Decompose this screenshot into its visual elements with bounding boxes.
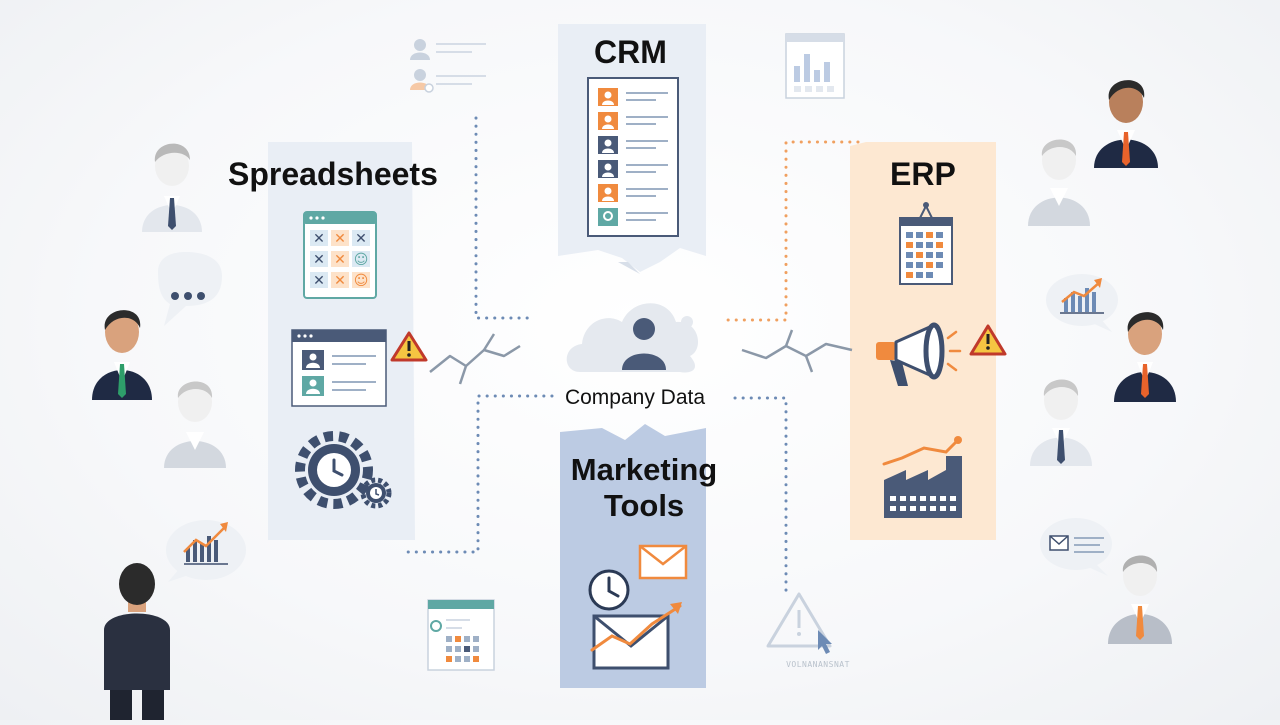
svg-text:✕: ✕ — [334, 252, 346, 268]
clock-icon — [588, 569, 630, 611]
calendar-grid-widget — [427, 599, 495, 671]
speech-bubble-chart-right — [1046, 274, 1118, 332]
crack-right — [741, 329, 853, 373]
speech-bubble-typing — [158, 252, 222, 326]
svg-text:✕: ✕ — [313, 273, 325, 289]
svg-text:✕: ✕ — [355, 231, 367, 247]
connector-right-lower — [733, 396, 788, 598]
email-growth-icon — [590, 602, 682, 670]
person-navy-left-middle — [92, 310, 152, 400]
svg-text:✕: ✕ — [313, 252, 325, 268]
person-gray-right-lower — [1030, 379, 1092, 466]
person-gray-left-top — [142, 143, 202, 232]
person-gray-right-bottom — [1108, 555, 1172, 644]
svg-text:✕: ✕ — [334, 273, 346, 289]
warning-caption: VOLNANANSNAT — [786, 660, 850, 669]
svg-text:☺: ☺ — [354, 252, 369, 268]
connector-left-lower — [400, 394, 554, 554]
bar-chart-window-widget — [785, 33, 845, 99]
person-navy-right-top — [1094, 80, 1158, 168]
svg-text:☺: ☺ — [354, 273, 369, 289]
factory-trend-icon — [882, 436, 962, 518]
panel-title-erp: ERP — [890, 156, 956, 192]
user-list-widget — [410, 39, 486, 93]
warning-icon — [390, 331, 428, 362]
panel-title-crm: CRM — [594, 34, 667, 70]
person-navy-right-middle — [1114, 312, 1176, 402]
person-gray-right-upper — [1028, 139, 1090, 226]
connector-lines — [400, 116, 860, 598]
svg-text:✕: ✕ — [313, 231, 325, 247]
connector-erp-upper — [720, 140, 860, 322]
svg-text:✕: ✕ — [334, 231, 346, 247]
warning-cursor-widget — [766, 592, 832, 654]
megaphone-icon — [876, 322, 962, 386]
person-back-view — [104, 563, 170, 720]
cloud-user-icon — [566, 303, 699, 373]
speech-bubble-email — [1040, 518, 1112, 576]
panel-title-spreadsheets: Spreadsheets — [228, 156, 438, 192]
panel-title-marketing-line2: Tools — [603, 488, 685, 523]
calendar-icon — [899, 202, 953, 285]
spreadsheet-grid-icon: ✕ ✕ ✕ ✕ ✕ ☺ ✕ ✕ ☺ — [303, 211, 377, 299]
speech-bubble-chart-left — [166, 520, 246, 582]
email-icon-small — [638, 544, 688, 580]
gears-clock-icon — [295, 431, 392, 509]
panel-title-marketing-line1: Marketing — [570, 452, 718, 487]
person-gray-left-lower — [164, 381, 226, 468]
crm-contact-list-icon — [587, 77, 679, 237]
crack-left — [429, 333, 521, 385]
warning-icon-erp — [969, 324, 1007, 356]
connector-crm-left — [474, 116, 532, 320]
center-label-company-data: Company Data — [564, 386, 706, 409]
contact-window-icon — [291, 329, 387, 407]
